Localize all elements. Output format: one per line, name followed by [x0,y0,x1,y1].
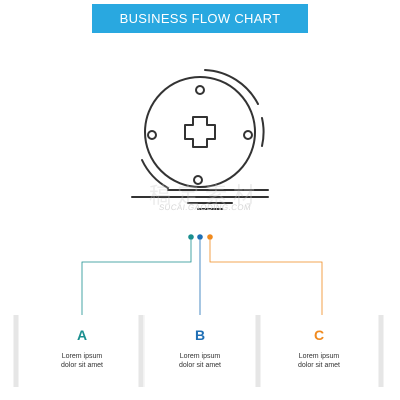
step-letter-b: B [194,327,206,343]
step-desc-c: Lorem ipsum dolor sit amet [264,352,374,370]
step-desc-line1: Lorem ipsum [61,353,103,360]
step-card-c: C Lorem ipsum dolor sit amet [264,315,374,387]
step-desc-line2: dolor sit amet [297,362,341,369]
watermark-cn: 稿定素材 [148,184,261,209]
step-card-a: A Lorem ipsum dolor sit amet [27,315,137,387]
watermark: SUCAI.GAODING.COM [158,203,252,212]
page-title: BUSINESS FLOW CHART [92,4,308,33]
step-desc-line2: dolor sit amet [178,362,222,369]
step-letter-c: C [313,327,325,343]
step-card-b: B Lorem ipsum dolor sit amet [145,315,255,387]
step-letter-a: A [76,327,88,343]
step-desc-line2: dolor sit amet [60,362,104,369]
step-desc-line1: Lorem ipsum [179,353,221,360]
step-desc-line1: Lorem ipsum [298,353,340,360]
step-desc-b: Lorem ipsum dolor sit amet [145,352,255,370]
step-desc-a: Lorem ipsum dolor sit amet [27,352,137,370]
